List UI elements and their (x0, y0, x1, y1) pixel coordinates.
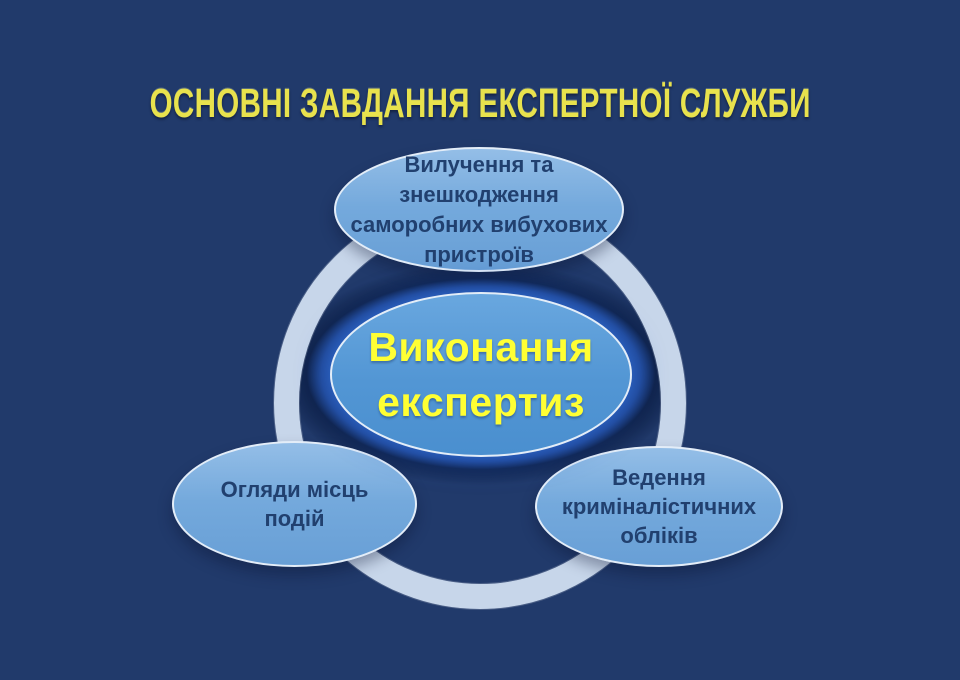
node-forensic-records-label: Ведення криміналістичних обліків (561, 465, 757, 548)
node-expertise-execution: Виконання експертиз (330, 292, 632, 457)
node-ied-removal: Вилучення та знешкодження саморобних виб… (334, 147, 624, 272)
node-expertise-execution-label: Виконання експертиз (368, 323, 594, 425)
slide-title-text: ОСНОВНІ ЗАВДАННЯ ЕКСПЕРТНОЇ СЛУЖБИ (149, 79, 811, 126)
node-forensic-records: Ведення криміналістичних обліків (535, 446, 783, 567)
node-scene-inspections-label: Огляди місць подій (220, 477, 369, 531)
node-scene-inspections: Огляди місць подій (172, 441, 417, 567)
slide-title: ОСНОВНІ ЗАВДАННЯ ЕКСПЕРТНОЇ СЛУЖБИ (0, 76, 960, 130)
node-ied-removal-label: Вилучення та знешкодження саморобних виб… (350, 151, 608, 267)
